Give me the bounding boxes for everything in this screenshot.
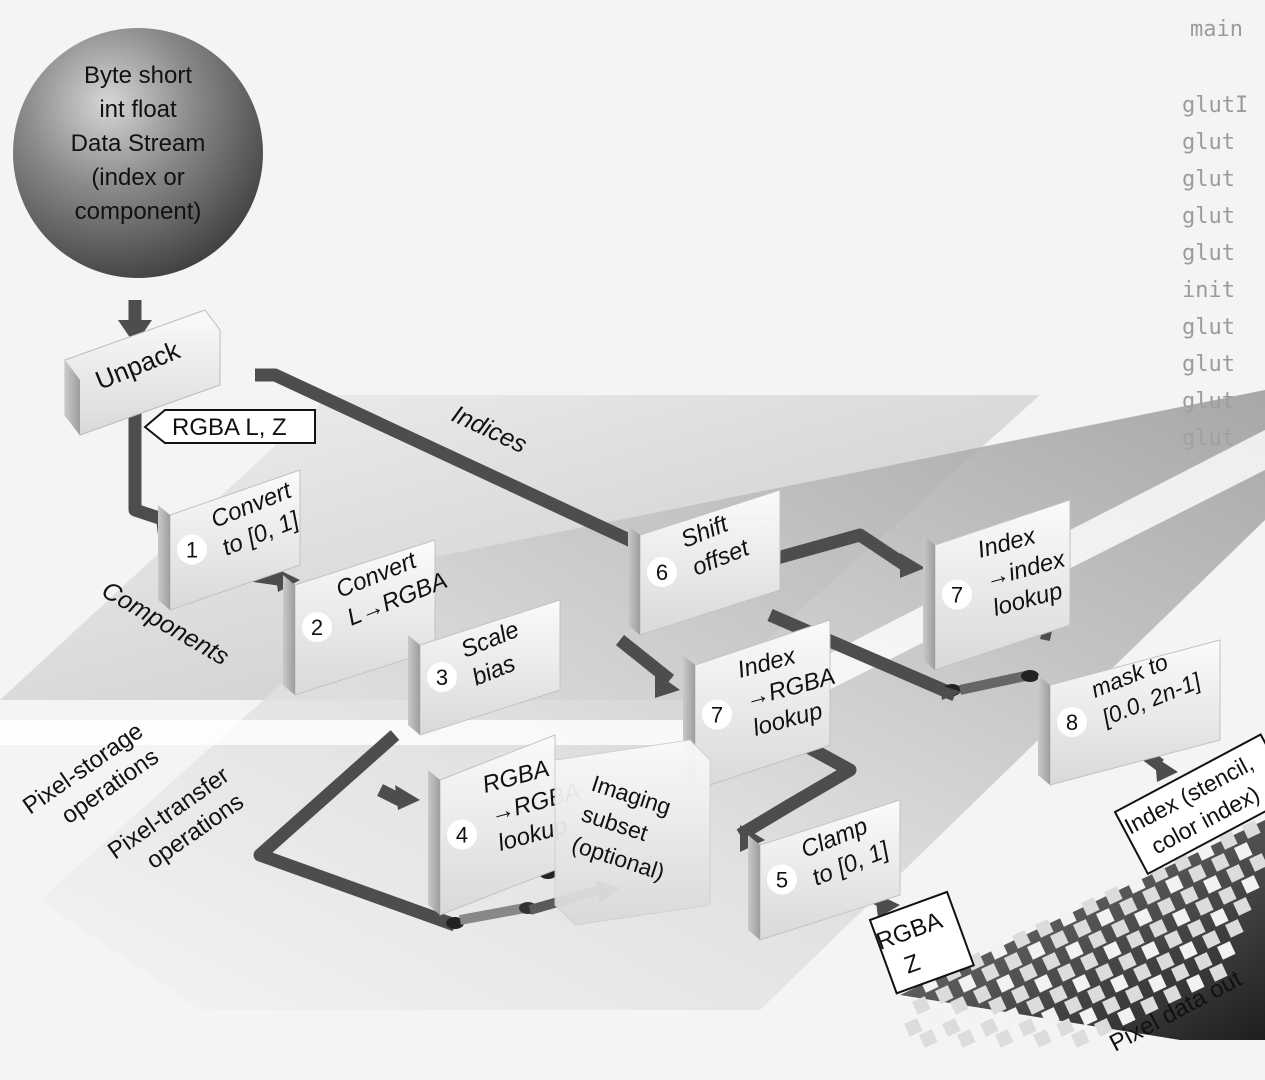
step-box-side bbox=[283, 575, 295, 695]
background-text-line-8: glut bbox=[1182, 352, 1235, 377]
pixel-cell bbox=[1071, 1029, 1090, 1048]
background-text-line-4: glut bbox=[1182, 204, 1235, 229]
data-stream-text-line-2: int float bbox=[99, 96, 177, 123]
background-text-line-2: glut bbox=[1182, 130, 1235, 155]
data-stream-text-line-4: (index or bbox=[91, 164, 184, 191]
step-box-side bbox=[628, 525, 640, 635]
step-number: 7 bbox=[711, 703, 723, 728]
step-box-side bbox=[428, 770, 440, 915]
pixel-cell bbox=[980, 1018, 999, 1037]
pixel-cell bbox=[919, 1029, 938, 1048]
pixel-cell bbox=[995, 1029, 1014, 1048]
step-box-side bbox=[158, 505, 170, 610]
background-text-line-6: init bbox=[1182, 278, 1235, 303]
formats-tag-label: RGBA L, Z bbox=[172, 414, 287, 441]
pixel-cell bbox=[965, 1007, 984, 1026]
step-number: 5 bbox=[776, 868, 788, 893]
background-text-line-5: glut bbox=[1182, 241, 1235, 266]
step-number: 8 bbox=[1066, 710, 1078, 735]
data-stream-text-line-3: Data Stream bbox=[71, 130, 206, 157]
step-number: 6 bbox=[656, 560, 668, 585]
formats-tag: RGBA L, Z bbox=[145, 410, 315, 443]
step-box-side bbox=[748, 835, 760, 940]
step-number: 3 bbox=[436, 665, 448, 690]
step-number: 7 bbox=[951, 583, 963, 608]
background-text-line-3: glut bbox=[1182, 167, 1235, 192]
data-stream-text-line-1: Byte short bbox=[84, 62, 192, 89]
background-page-text: main glutIglutglutglutglutinitglutglutgl… bbox=[1182, 17, 1248, 451]
background-text-line-7: glut bbox=[1182, 315, 1235, 340]
pixel-cell bbox=[1033, 1029, 1052, 1048]
step-number: 1 bbox=[186, 538, 198, 563]
step-box-side bbox=[408, 635, 420, 735]
pixel-cell bbox=[957, 1029, 976, 1048]
arrowhead-index-out bbox=[1155, 757, 1178, 782]
background-text-line-1: glutI bbox=[1182, 93, 1248, 118]
background-text-top: main bbox=[1190, 17, 1243, 42]
step-box-side bbox=[923, 535, 935, 670]
step-number: 2 bbox=[311, 615, 323, 640]
pixel-cell bbox=[927, 1007, 946, 1026]
pixel-cell bbox=[904, 1018, 923, 1037]
data-stream-text-line-5: component) bbox=[75, 198, 202, 225]
pixel-cell bbox=[942, 1018, 961, 1037]
step-box-side bbox=[1038, 675, 1050, 785]
step-number: 4 bbox=[456, 823, 468, 848]
pixel-cell bbox=[1018, 1018, 1037, 1037]
